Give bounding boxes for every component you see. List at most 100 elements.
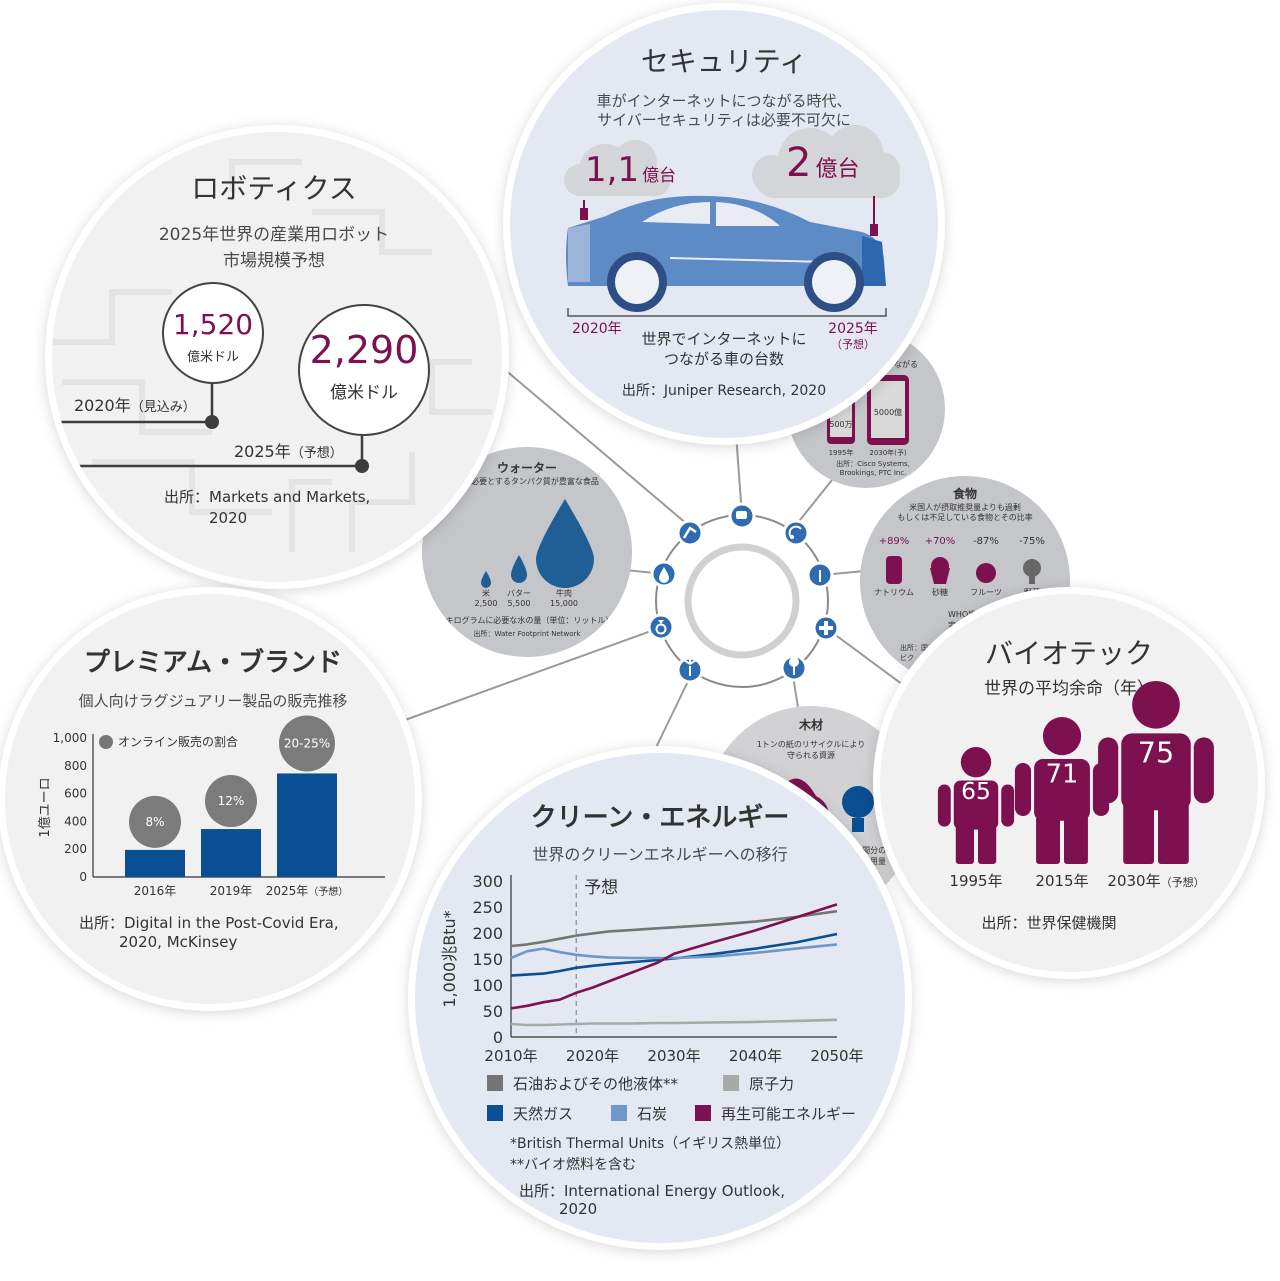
x-tick-note: （予想）	[308, 885, 348, 898]
robotics-label-2020-main: 2020年	[74, 396, 131, 415]
wifi-icon	[782, 519, 810, 547]
x-tick-label: 2020年	[566, 1047, 619, 1065]
legend-label: 石炭	[637, 1105, 667, 1123]
premium-title: プレミアム・ブランド	[83, 648, 343, 678]
year-label: 1995年	[949, 872, 1002, 890]
y-tick-label: 300	[472, 872, 503, 891]
security-right-unit: 億台	[815, 157, 860, 182]
online-share-label: 12%	[218, 794, 245, 808]
food-source-fragment-2: ビク	[900, 654, 914, 662]
premium-source-1: 出所：Digital in the Post-Covid Era,	[79, 914, 339, 932]
circuit-pattern	[52, 159, 492, 552]
food-source-fragment: 出所：国連	[900, 644, 935, 652]
person-icon	[937, 747, 1015, 864]
security-year-left: 2020年	[572, 321, 622, 337]
water-drops	[481, 499, 594, 588]
security-year-right: 2025年	[828, 321, 878, 337]
water-item-value: 15,000	[550, 599, 578, 608]
beef-drop-icon	[536, 499, 594, 588]
robotics-label-2025-note: （予想）	[290, 446, 343, 461]
person-arm	[1014, 763, 1032, 816]
butter-drop-icon	[511, 555, 527, 583]
water-item-value: 2,500	[474, 599, 498, 608]
y-tick-label: 1,000	[53, 731, 87, 745]
security-right-number: 2	[786, 140, 812, 186]
wood-subtitle-2: 守られる資源	[787, 751, 835, 760]
series-line	[510, 903, 838, 1010]
online-share-bubble	[129, 795, 181, 848]
biotech-source: 出所：世界保健機関	[981, 914, 1117, 932]
biotech-subtitle: 世界の平均余命（年）	[984, 679, 1154, 699]
food-title: 食物	[952, 487, 978, 501]
security-source: 出所：Juniper Research, 2020	[621, 383, 827, 399]
robotics-subtitle-2: 市場規模予想	[223, 251, 325, 271]
food-pct: -87%	[973, 536, 999, 547]
robotics-label-2020-note: （見込み）	[130, 400, 196, 415]
diamond-ring-icon	[647, 613, 675, 641]
devices-left-value: 500万	[829, 420, 853, 429]
person-head	[960, 747, 992, 778]
food-icons	[886, 556, 1041, 584]
series-line	[510, 909, 838, 948]
robotics-2020-unit: 億米ドル	[186, 350, 240, 365]
robotics-source-1: 出所：Markets and Markets,	[164, 488, 371, 506]
person-leg	[1036, 814, 1060, 864]
robotics-2020-value: 1,520	[172, 308, 254, 341]
legend-label: 再生可能エネルギー	[721, 1105, 856, 1123]
robotics-label-2025: 2025年（予想）	[234, 438, 343, 462]
biotech-title: バイオテック	[984, 637, 1154, 670]
wood-note-1: 1週間分の	[849, 846, 887, 855]
devices-right-year: 2030年(予)	[869, 449, 907, 457]
phone-icons	[827, 375, 909, 445]
online-share-label: 20-25%	[284, 736, 330, 750]
food-subtitle-1: 米国人が摂取推奨量よりも過剰	[909, 503, 1021, 512]
energy-footnote-1: *British Thermal Units（イギリス熱単位）	[510, 1136, 791, 1152]
food-name: 砂糖	[932, 588, 948, 597]
premium-bar-chart: 02004006008001,0001億ユーロオンライン販売の割合8%2016年…	[37, 715, 385, 898]
hub-center	[684, 543, 800, 659]
energy-source-2: 2020	[559, 1200, 598, 1218]
series-line	[510, 1018, 838, 1027]
person-arm	[1098, 737, 1119, 804]
year-main: 1995年	[949, 872, 1002, 890]
x-tick-year: 2025年	[266, 884, 309, 898]
y-tick-label: 200	[64, 842, 87, 856]
person-leg	[978, 824, 997, 864]
robotics-timeline	[52, 370, 369, 473]
energy-title: クリーン・エネルギー	[530, 803, 790, 833]
water-item-name: 米	[482, 589, 490, 598]
security-subtitle-1: 車がインターネットにつながる時代、	[596, 92, 852, 110]
life-expectancy-value: 75	[1138, 736, 1174, 770]
year-main: 2030年	[1107, 872, 1160, 890]
person-torso	[1034, 759, 1090, 821]
y-tick-label: 250	[472, 898, 503, 917]
wood-title: 木材	[798, 718, 824, 732]
legend-label: オンライン販売の割合	[118, 734, 238, 749]
year-label: 2030年（予想）	[1107, 872, 1204, 890]
person-arm	[937, 784, 951, 827]
robotics-2025-unit: 億米ドル	[330, 383, 398, 403]
legend-label: 天然ガス	[513, 1105, 573, 1123]
person-torso	[953, 780, 999, 830]
life-expectancy-value: 71	[1046, 760, 1079, 790]
lightbulb-icon	[842, 786, 874, 818]
security-subtitle-2: サイバーセキュリティは必要不可欠に	[597, 111, 851, 129]
food-pct: -75%	[1019, 536, 1045, 547]
y-tick-label: 400	[64, 814, 87, 828]
security-year-right-note: （予想）	[831, 338, 875, 351]
year-main: 2015年	[1035, 872, 1088, 890]
premium-source-2: 2020, McKinsey	[119, 933, 238, 951]
food-pct: +89%	[878, 536, 910, 547]
x-tick-year: 2019年	[210, 884, 253, 898]
legend-marker	[99, 735, 113, 749]
car-illustration	[564, 125, 900, 317]
legend-swatch	[487, 1105, 503, 1121]
robot-arm-icon	[676, 519, 704, 547]
y-tick-label: 50	[483, 1002, 503, 1021]
